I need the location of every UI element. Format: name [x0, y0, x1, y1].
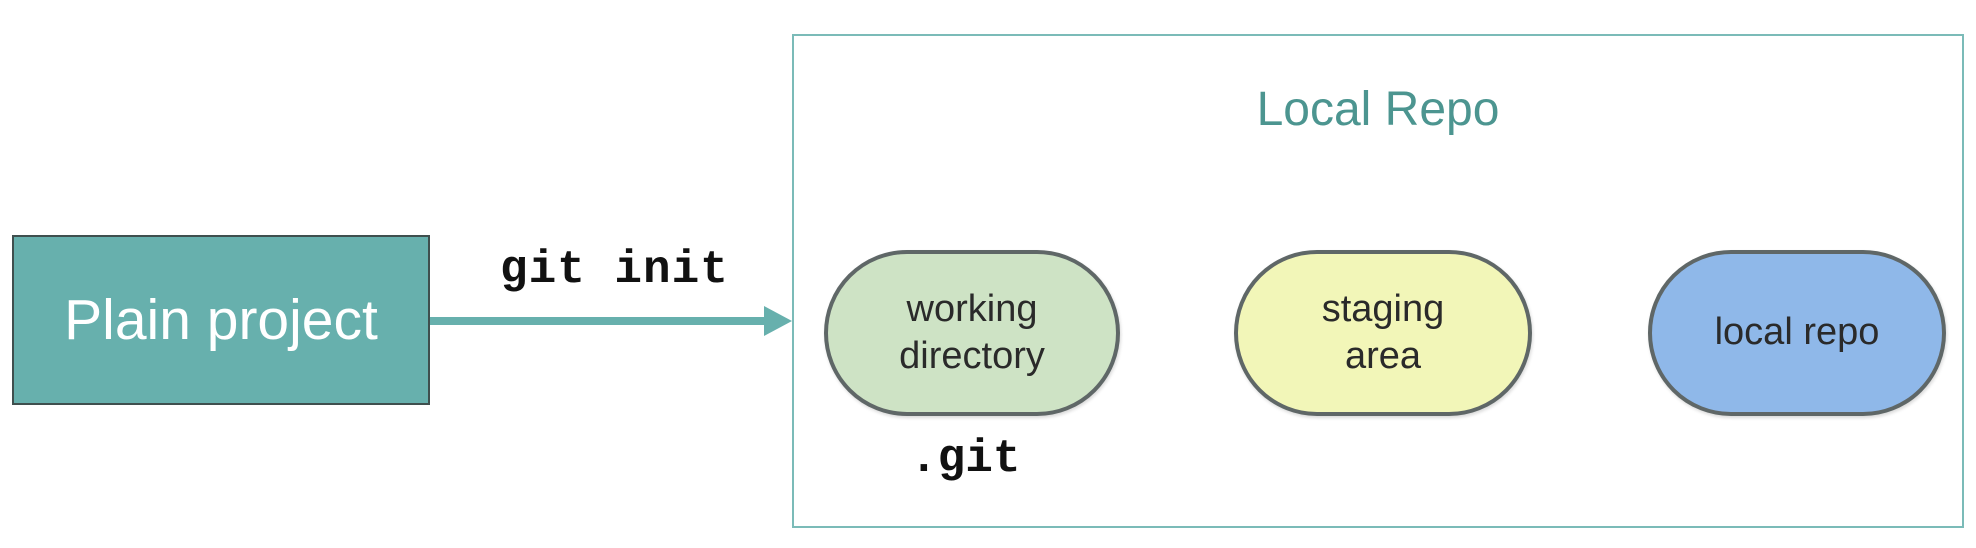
staging-area-line2: area — [1344, 335, 1422, 377]
git-folder-label: .git — [910, 433, 1021, 485]
staging-area-stage: staging area — [1234, 250, 1532, 416]
working-directory-stage: working directory — [824, 250, 1120, 416]
plain-project-label: Plain project — [64, 288, 378, 352]
local-repo-stage: local repo — [1648, 250, 1946, 416]
plain-project-box: Plain project — [12, 235, 430, 405]
local-repo-frame: Local Repo — [792, 34, 1964, 528]
local-repo-title: Local Repo — [1256, 83, 1500, 136]
staging-area-line1: staging — [1321, 287, 1445, 330]
local-repo-stage-label: local repo — [1714, 311, 1880, 354]
git-init-command-label: git init — [500, 244, 729, 296]
working-directory-line1: working — [906, 287, 1038, 330]
arrow-head — [764, 306, 792, 336]
working-directory-line2: directory — [899, 335, 1045, 377]
